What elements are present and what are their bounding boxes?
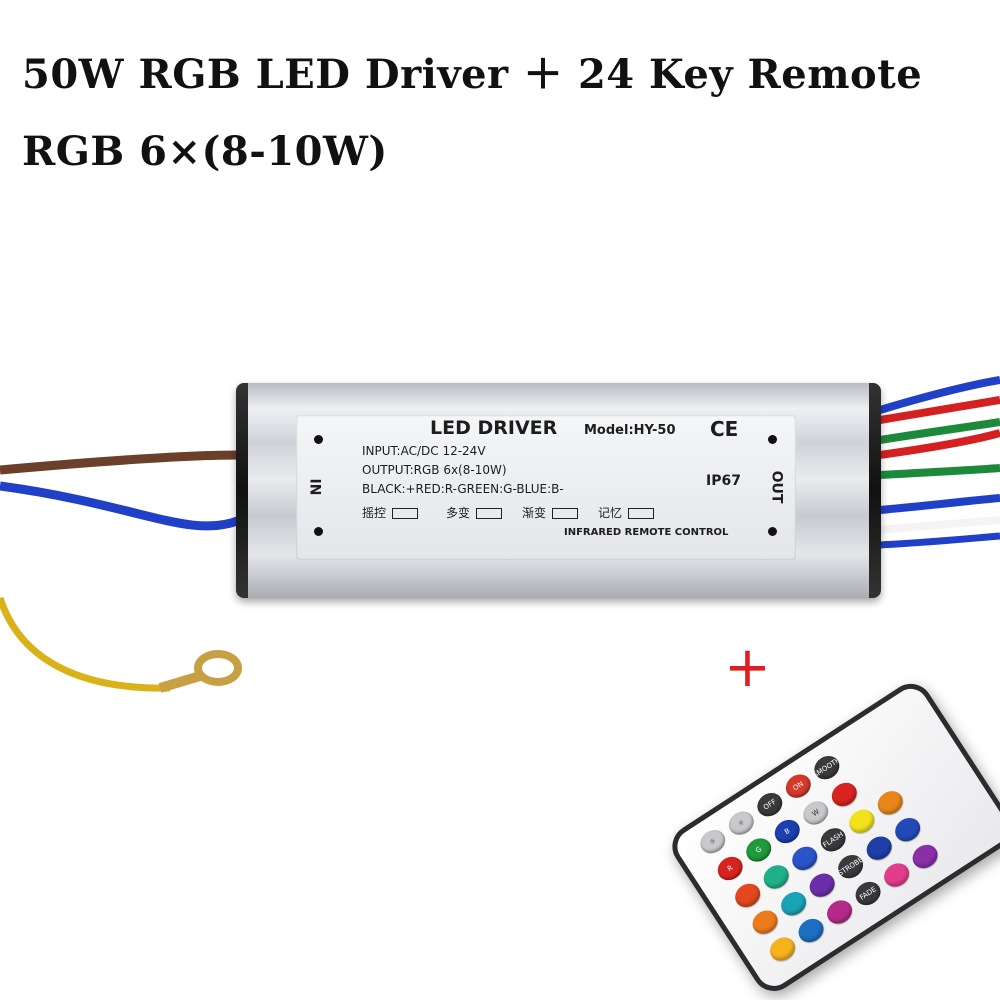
mode-multi-label: 多变 bbox=[446, 506, 471, 520]
green-wire-2 bbox=[879, 464, 1000, 479]
blue-wire-right bbox=[878, 376, 1000, 414]
color-button[interactable] bbox=[908, 840, 942, 873]
mode-multi: 多变 bbox=[446, 504, 503, 521]
blue-wire-left bbox=[0, 481, 242, 531]
headline-line-1: 50W RGB LED Driver ＋ 24 Key Remote bbox=[22, 51, 923, 98]
driver-label: IN LED DRIVER Model:HY-50 CE INPUT:AC/DC… bbox=[296, 415, 796, 560]
color-button[interactable] bbox=[862, 831, 897, 865]
output-spec: OUTPUT:RGB 6x(8-10W) bbox=[362, 463, 507, 477]
smooth-button[interactable]: SMOOTH bbox=[809, 751, 844, 784]
ring-terminal bbox=[194, 650, 242, 686]
color-button[interactable] bbox=[759, 860, 794, 894]
plus-sign: + bbox=[724, 635, 771, 700]
blue-button[interactable]: B bbox=[770, 815, 805, 848]
flash-button[interactable]: FLASH bbox=[816, 823, 851, 857]
driver-endcap-right bbox=[869, 383, 881, 598]
mode-gradient: 渐变 bbox=[522, 504, 579, 521]
mode-checkbox bbox=[476, 508, 503, 519]
crimp-terminal bbox=[158, 671, 202, 693]
color-button[interactable] bbox=[765, 932, 800, 966]
yellow-wire bbox=[0, 596, 171, 692]
label-footer: INFRARED REMOTE CONTROL bbox=[564, 527, 729, 538]
color-button[interactable] bbox=[827, 778, 862, 811]
ip-rating: IP67 bbox=[706, 473, 741, 489]
mode-checkbox bbox=[628, 508, 655, 519]
mode-remote: 摇控 bbox=[362, 504, 419, 521]
white-button[interactable]: W bbox=[798, 796, 833, 830]
brown-wire bbox=[0, 450, 241, 475]
mode-gradient-label: 渐变 bbox=[522, 506, 547, 520]
blue-wire-right-3 bbox=[879, 532, 1000, 549]
color-button[interactable] bbox=[730, 879, 765, 912]
color-button[interactable] bbox=[879, 858, 914, 892]
brightness-down-button[interactable]: ☼ bbox=[724, 806, 759, 840]
color-button[interactable] bbox=[844, 804, 879, 838]
color-button[interactable] bbox=[822, 895, 857, 929]
color-button[interactable] bbox=[776, 887, 811, 920]
driver-endcap-left bbox=[236, 383, 248, 598]
off-button[interactable]: OFF bbox=[752, 788, 787, 821]
label-title: LED DRIVER bbox=[430, 417, 558, 439]
white-wire bbox=[879, 516, 1000, 534]
blue-wire-right-2 bbox=[879, 494, 1000, 514]
in-label: IN bbox=[306, 478, 323, 496]
strobe-button[interactable]: STROBE bbox=[833, 850, 868, 883]
wiring-spec: BLACK:+RED:R-GREEN:G-BLUE:B- bbox=[362, 482, 564, 496]
mode-checkbox bbox=[392, 508, 419, 519]
label-dot bbox=[768, 527, 777, 536]
label-dot bbox=[314, 435, 323, 444]
green-wire bbox=[879, 418, 1000, 444]
led-driver-housing: IN LED DRIVER Model:HY-50 CE INPUT:AC/DC… bbox=[236, 383, 881, 598]
fade-button[interactable]: FADE bbox=[851, 877, 885, 910]
label-dot bbox=[768, 435, 777, 444]
color-button[interactable] bbox=[787, 842, 822, 875]
color-button[interactable] bbox=[873, 786, 908, 820]
mode-checkbox bbox=[552, 508, 579, 519]
out-label: OUT bbox=[768, 470, 785, 504]
mode-memory: 记忆 bbox=[598, 504, 655, 521]
mode-memory-label: 记忆 bbox=[598, 506, 623, 520]
green-button[interactable]: G bbox=[741, 833, 776, 867]
red-wire-2 bbox=[879, 429, 1000, 459]
ce-mark: CE bbox=[710, 417, 739, 441]
on-button[interactable]: ON bbox=[781, 769, 816, 803]
color-button[interactable] bbox=[794, 914, 828, 947]
mode-remote-label: 摇控 bbox=[362, 506, 387, 520]
red-button[interactable]: R bbox=[713, 852, 748, 885]
color-button[interactable] bbox=[748, 905, 782, 939]
red-wire-1 bbox=[879, 396, 1000, 424]
headline-line-2: RGB 6×(8-10W) bbox=[22, 128, 388, 175]
input-spec: INPUT:AC/DC 12-24V bbox=[362, 444, 486, 458]
color-button[interactable] bbox=[890, 813, 925, 846]
model-number: Model:HY-50 bbox=[584, 423, 676, 438]
color-button[interactable] bbox=[805, 868, 840, 902]
label-dot bbox=[314, 527, 323, 536]
brightness-up-button[interactable]: ☼ bbox=[695, 825, 730, 859]
